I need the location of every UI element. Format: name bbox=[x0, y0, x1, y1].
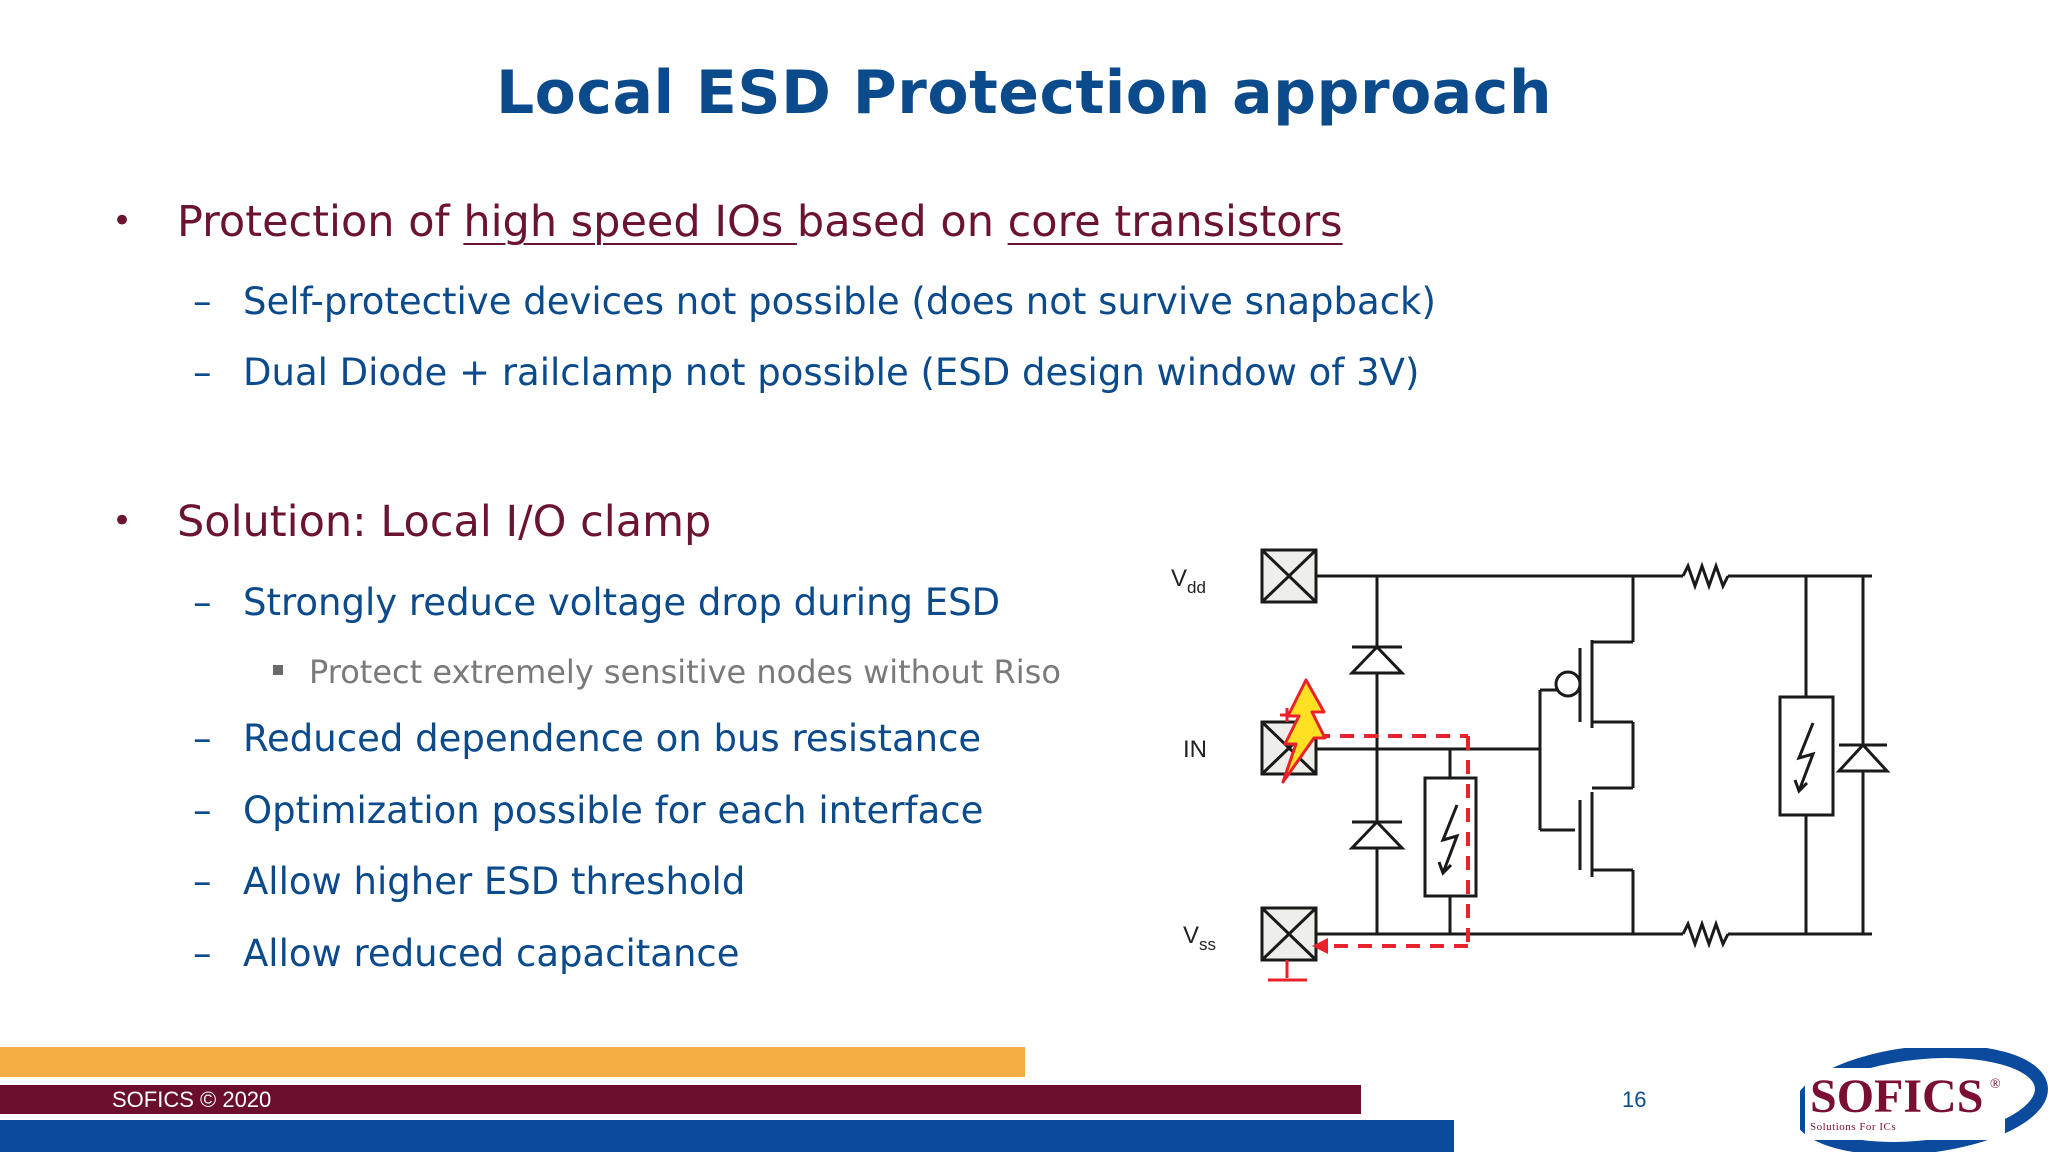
bullet-protection: • Protection of high speed IOs based on c… bbox=[112, 197, 1343, 247]
upper-diode-icon bbox=[1348, 644, 1406, 675]
sub-bullet-text: Dual Diode + railclamp not possible (ESD… bbox=[243, 351, 1420, 394]
sub-bullet-text: Self-protective devices not possible (do… bbox=[243, 280, 1436, 323]
logo-tagline: Solutions For ICs bbox=[1810, 1121, 1896, 1133]
rail-diode-icon bbox=[1835, 742, 1891, 773]
esd-arrow-icon bbox=[1312, 938, 1328, 954]
footer-copyright: SOFICS © 2020 bbox=[112, 1087, 272, 1112]
sub-bullet-text: Allow reduced capacitance bbox=[243, 932, 740, 975]
sub-bullet-optimization: –Optimization possible for each interfac… bbox=[193, 789, 984, 832]
page-number: 16 bbox=[1622, 1087, 1647, 1112]
footer-bar-blue bbox=[0, 1120, 1454, 1152]
core-transistors-link[interactable]: core transistors bbox=[1007, 197, 1343, 247]
esd-current-path bbox=[1316, 734, 1470, 948]
slide-title: Local ESD Protection approach bbox=[495, 58, 1553, 128]
sub-bullet-bus-resistance: –Reduced dependence on bus resistance bbox=[193, 717, 982, 760]
in-label: IN bbox=[1183, 736, 1207, 763]
sub-sub-bullet-riso: Protect extremely sensitive nodes withou… bbox=[273, 653, 1061, 691]
pmos-gate-bubble-icon bbox=[1554, 670, 1582, 698]
vss-resistor bbox=[1681, 919, 1730, 949]
bullet-solution-text: Solution: Local I/O clamp bbox=[177, 497, 712, 547]
bullet-solution: • Solution: Local I/O clamp bbox=[112, 497, 711, 547]
sub-bullet-reduce-drop: –Strongly reduce voltage drop during ESD bbox=[193, 581, 1001, 624]
sub-sub-bullet-text: Protect extremely sensitive nodes withou… bbox=[309, 653, 1061, 691]
clamp-lightning-icon bbox=[1440, 804, 1460, 874]
logo-text: SOFICS bbox=[1810, 1070, 1983, 1123]
square-bullet-icon bbox=[273, 665, 283, 675]
lower-diode-icon bbox=[1348, 819, 1406, 850]
sub-bullet-self-protective: –Self-protective devices not possible (d… bbox=[193, 280, 1436, 323]
sub-bullet-text: Allow higher ESD threshold bbox=[243, 860, 746, 903]
vdd-resistor bbox=[1681, 561, 1730, 591]
bullet-dot: • bbox=[112, 501, 133, 541]
bullet-middle: based on bbox=[796, 197, 1008, 247]
esd-strike-lightning-icon bbox=[1281, 678, 1327, 784]
esd-clamp-circuit-diagram: Vdd IN Vss bbox=[1171, 548, 1891, 982]
bullet-prefix: Protection of bbox=[177, 197, 464, 247]
footer-bar-orange bbox=[0, 1047, 1025, 1077]
sub-bullet-higher-threshold: –Allow higher ESD threshold bbox=[193, 860, 746, 903]
sub-bullet-text: Reduced dependence on bus resistance bbox=[243, 717, 982, 760]
sofics-logo: SOFICS ® Solutions For ICs bbox=[1800, 1048, 2048, 1152]
sub-bullet-text: Optimization possible for each interface bbox=[243, 789, 984, 832]
logo-registered: ® bbox=[1990, 1077, 2001, 1092]
vss-label: Vss bbox=[1183, 922, 1216, 954]
sub-bullet-dual-diode: –Dual Diode + railclamp not possible (ES… bbox=[193, 351, 1420, 394]
sub-bullet-text: Strongly reduce voltage drop during ESD bbox=[243, 581, 1001, 624]
sub-bullet-reduced-capacitance: –Allow reduced capacitance bbox=[193, 932, 740, 975]
high-speed-ios-link[interactable]: high speed IOs bbox=[463, 197, 797, 247]
railclamp-lightning-icon bbox=[1796, 722, 1816, 792]
footer-bar-red bbox=[0, 1085, 1361, 1114]
vdd-label: Vdd bbox=[1171, 565, 1206, 597]
bullet-dot: • bbox=[112, 201, 133, 241]
